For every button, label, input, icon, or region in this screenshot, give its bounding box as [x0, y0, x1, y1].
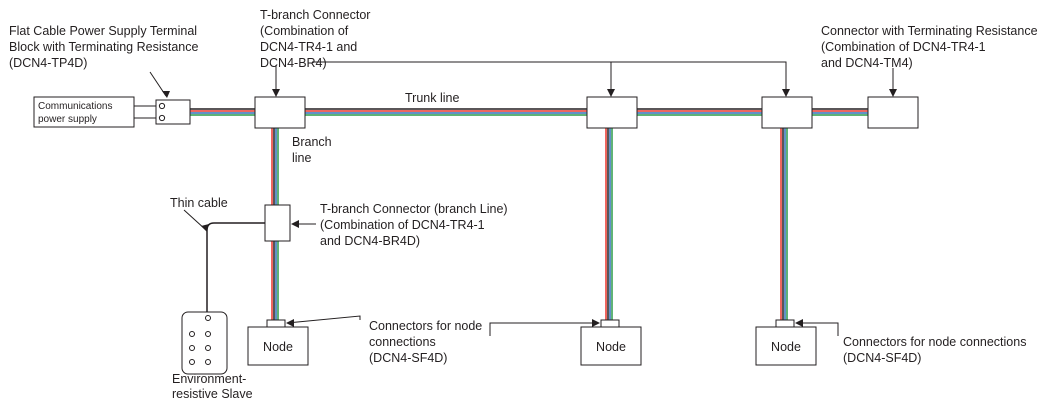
node-connector-1: [266, 319, 286, 328]
terminating-connector-label: Connector with Terminating Resistance (C…: [821, 24, 1038, 70]
node-connector-2: [600, 319, 620, 328]
svg-text:(Combination of: (Combination of: [260, 24, 349, 38]
svg-text:Connectors for node: Connectors for node: [369, 319, 482, 333]
svg-text:resistive Slave: resistive Slave: [172, 387, 253, 401]
svg-text:and DCN4-BR4D): and DCN4-BR4D): [320, 234, 420, 248]
node-3: [755, 326, 817, 366]
svg-text:(Combination of DCN4-TR4-1: (Combination of DCN4-TR4-1: [821, 40, 986, 54]
power-supply-label-2: power supply: [38, 114, 97, 125]
svg-text:(DCN4-SF4D): (DCN4-SF4D): [369, 351, 447, 365]
thin-cable: [206, 222, 265, 314]
thin-cable-label: Thin cable: [170, 196, 228, 210]
svg-text:T-branch Connector: T-branch Connector: [260, 8, 370, 22]
t-branch-connector-2: [586, 96, 638, 129]
svg-text:line: line: [292, 151, 312, 165]
flat-cable-terminal-label: Flat Cable Power Supply Terminal Block w…: [9, 24, 198, 70]
svg-text:Environment-: Environment-: [172, 372, 246, 386]
node-connector-3: [775, 319, 795, 328]
branch-cable-3: [780, 128, 788, 320]
svg-text:and DCN4-TM4): and DCN4-TM4): [821, 56, 913, 70]
t-branch-connector-1: [254, 96, 306, 129]
env-slave: [181, 311, 228, 375]
svg-text:(Combination of DCN4-TR4-1: (Combination of DCN4-TR4-1: [320, 218, 485, 232]
svg-text:Connectors for node connection: Connectors for node connections: [843, 335, 1026, 349]
svg-text:Connector with Terminating Res: Connector with Terminating Resistance: [821, 24, 1038, 38]
node-2-label: Node: [596, 340, 626, 354]
svg-text:(DCN4-SF4D): (DCN4-SF4D): [843, 351, 921, 365]
node-2: [580, 326, 642, 366]
svg-text:Flat Cable Power Supply Termin: Flat Cable Power Supply Terminal: [9, 24, 197, 38]
node-1-label: Node: [263, 340, 293, 354]
svg-text:DCN4-TR4-1 and: DCN4-TR4-1 and: [260, 40, 357, 54]
connectors-middle-label: Connectors for node connections (DCN4-SF…: [369, 319, 482, 365]
svg-text:DCN4-BR4): DCN4-BR4): [260, 56, 327, 70]
t-branch-trunk-label: T-branch Connector (Combination of DCN4-…: [260, 8, 370, 70]
power-supply-label-1: Communications: [38, 101, 112, 112]
svg-text:Branch: Branch: [292, 135, 332, 149]
branch-line-label: Branch line: [292, 135, 332, 165]
svg-text:(DCN4-TP4D): (DCN4-TP4D): [9, 56, 87, 70]
node-3-label: Node: [771, 340, 801, 354]
svg-text:connections: connections: [369, 335, 436, 349]
power-supply-box: [33, 96, 135, 128]
svg-text:T-branch Connector (branch Lin: T-branch Connector (branch Line): [320, 202, 508, 216]
branch-t-connector: [264, 204, 291, 242]
trunk-line-label: Trunk line: [405, 91, 459, 105]
svg-text:Block with Terminating Resista: Block with Terminating Resistance: [9, 40, 198, 54]
terminating-connector: [867, 96, 919, 129]
t-branch-connector-3: [761, 96, 813, 129]
branch-cable-2: [605, 128, 613, 320]
connectors-right-label: Connectors for node connections (DCN4-SF…: [843, 335, 1026, 365]
node-1: [247, 326, 309, 366]
env-slave-label: Environment- resistive Slave: [172, 372, 253, 401]
t-branch-branch-label: T-branch Connector (branch Line) (Combin…: [320, 202, 508, 248]
arrowheads: [162, 89, 897, 327]
